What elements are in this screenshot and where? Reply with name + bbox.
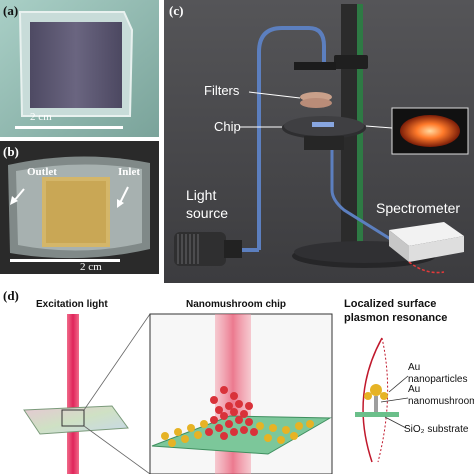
inlet-arrow [119, 186, 129, 204]
au-nanoparticles-label-1: Au [408, 362, 421, 373]
au-nanoparticles-label-2: nanoparticles [408, 374, 468, 385]
outlet-arrow [13, 188, 25, 202]
scale-bar [15, 126, 123, 129]
lspr-label-2: plasmon resonance [344, 312, 448, 324]
chip-label: Chip [214, 119, 241, 134]
chip-photo-graphic [0, 0, 159, 137]
light-source-label-1: Light [186, 187, 217, 203]
inlet-label: Inlet [118, 166, 140, 178]
setup-graphic [164, 0, 474, 283]
light-source-label-2: source [186, 205, 229, 221]
panel-d-schematic: (d) Excitation light Nanomushroom chip L… [0, 286, 474, 474]
au-nanomushroom-label-1: Au [408, 384, 421, 395]
substrate-label: SiO₂ substrate [404, 424, 469, 435]
panel-a-chip-photo: (a) 2 cm [0, 0, 159, 137]
nanomushroom-chip-title: Nanomushroom chip [186, 299, 287, 310]
panel-b-label: (b) [3, 144, 19, 159]
panel-c-label: (c) [169, 3, 184, 18]
schematic-graphic [23, 313, 409, 474]
panel-d-label: (d) [3, 288, 19, 303]
panel-b-flow-cell-photo: (b) Outlet Inlet 2 cm [0, 141, 159, 274]
excitation-light-label: Excitation light [36, 299, 108, 310]
scale-text-b: 2 cm [80, 261, 102, 273]
spectrometer-label: Spectrometer [376, 200, 461, 216]
scale-text: 2 cm [30, 111, 52, 123]
au-nanomushroom-label-2: nanomushroom [408, 396, 474, 407]
panel-c-setup-render: (c) Filters Chip Light source Spectromet… [164, 0, 474, 283]
lspr-label-1: Localized surface [344, 298, 437, 310]
filters-label: Filters [204, 83, 240, 98]
panel-a-label: (a) [3, 3, 19, 18]
outlet-label: Outlet [27, 166, 57, 178]
flow-cell-graphic [0, 141, 159, 274]
